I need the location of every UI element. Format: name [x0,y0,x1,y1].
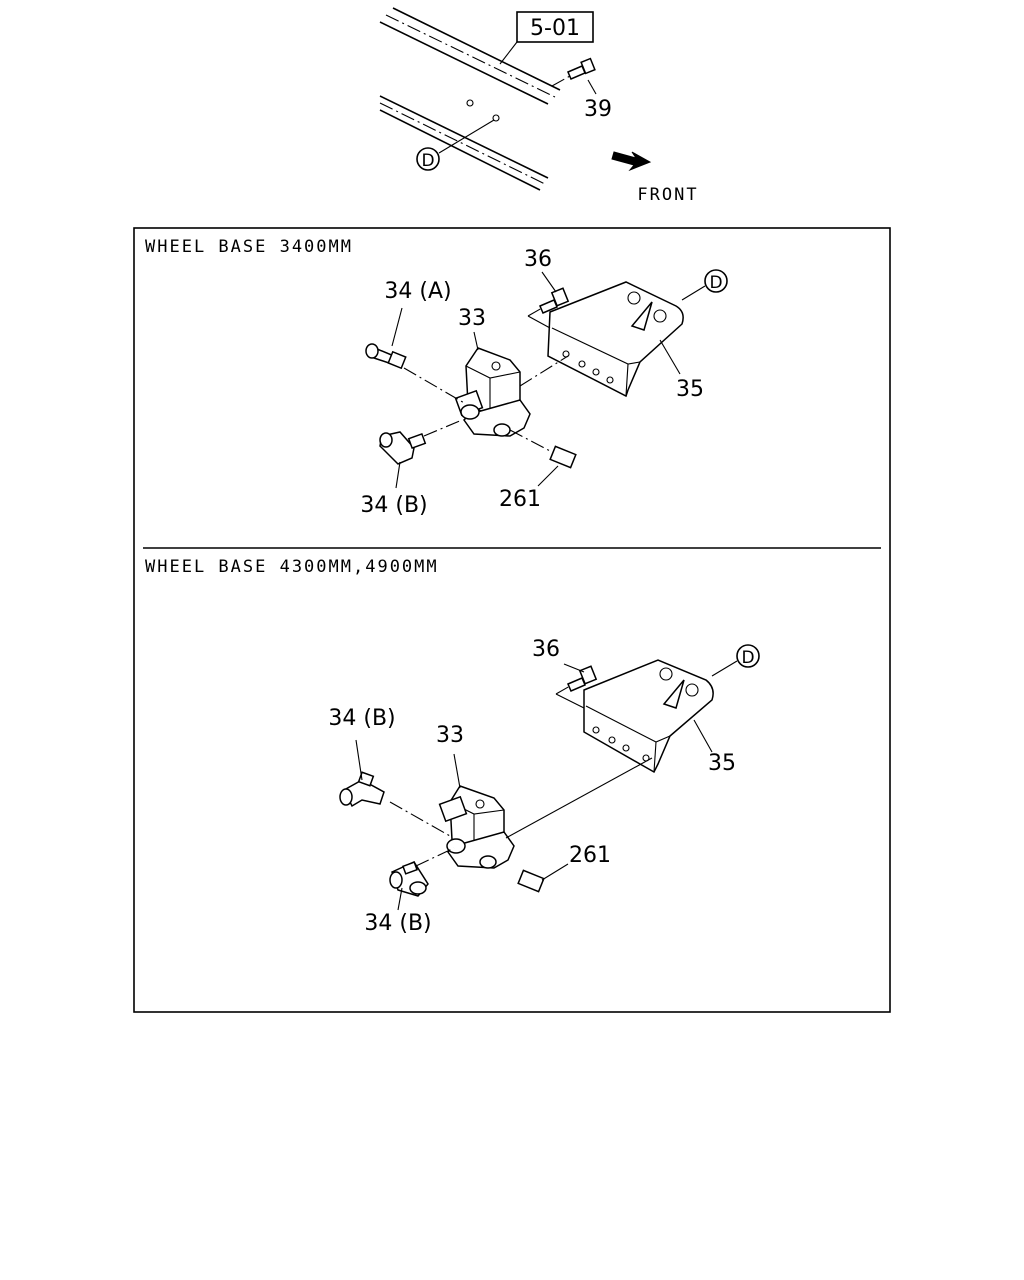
ref-box-5-01[interactable]: 5-01 [516,11,594,43]
callout-33-b: 33 [436,723,464,748]
panel-wheelbase-4300-4900: WHEEL BASE 4300MM,4900MM [145,557,760,936]
frame-rail [379,7,596,191]
bolt-39 [551,57,596,87]
bracket-35-b [583,659,714,774]
bolt-36-a [527,287,570,329]
fitting-34b-a [379,419,463,465]
callout-36-b: 36 [532,637,560,662]
panels-frame [133,227,891,1013]
callout-34b-a: 34 (B) [360,493,427,518]
callout-33-a: 33 [458,306,486,331]
callout-d-a: D [681,269,728,301]
callout-d-top: D [416,119,495,171]
svg-text:D: D [709,273,722,293]
panel-b-heading: WHEEL BASE 4300MM,4900MM [145,557,439,577]
bolt-36-b [555,665,598,709]
plug-261-a [509,429,577,469]
front-arrow-icon [611,151,652,172]
callout-39: 39 [584,97,612,122]
callout-34b-upper: 34 (B) [328,706,395,731]
fitting-34b-lower [389,861,429,897]
fitting-34a [365,343,407,370]
callout-35-b: 35 [708,751,736,776]
valve-33-b [438,785,515,869]
svg-text:D: D [741,648,754,668]
front-label: FRONT [637,185,698,205]
panel-wheelbase-3400: WHEEL BASE 3400MM [145,237,728,518]
callout-36-a: 36 [524,247,552,272]
callout-261-a: 261 [499,487,541,512]
callout-34b-lower: 34 (B) [364,911,431,936]
valve-33-a [454,347,531,437]
ref-box-label: 5-01 [530,16,580,41]
bracket-35 [547,281,684,398]
callout-35-a: 35 [676,377,704,402]
plug-261-b [517,869,545,893]
callout-d-b: D [711,644,760,677]
panel-a-heading: WHEEL BASE 3400MM [145,237,353,257]
callout-34a: 34 (A) [384,279,451,304]
svg-text:D: D [421,151,434,171]
callout-261-b: 261 [569,843,611,868]
